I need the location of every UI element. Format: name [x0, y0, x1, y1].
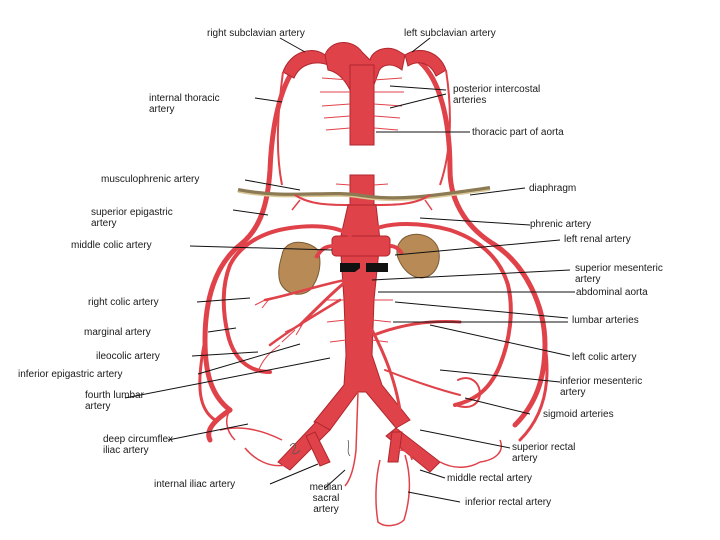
right-internal-iliac: [305, 431, 331, 467]
right-kidney: [278, 241, 321, 295]
left-subclavian-artery: [404, 50, 447, 77]
label-phrenic-artery: phrenic artery: [530, 219, 592, 230]
right-subclavian-artery: [282, 50, 329, 79]
outer-loop-left: [198, 338, 217, 422]
label-inferior-rectal-artery: inferior rectal artery: [465, 497, 552, 508]
rectum: [375, 449, 413, 527]
lumbar-arteries: [325, 299, 393, 343]
label-sigmoid-arteries: sigmoid arteries: [543, 409, 614, 420]
outer-loop-right: [518, 343, 549, 442]
label-abdominal-aorta: abdominal aorta: [576, 287, 648, 298]
label-right-colic-artery: right colic artery: [88, 297, 159, 308]
label-middle-rectal-artery: middle rectal artery: [447, 473, 533, 484]
label-inferior-mesenteric-artery: inferior mesenteric artery: [560, 376, 643, 398]
sigmoid-loop: [454, 377, 482, 408]
left-kidney: [396, 233, 440, 279]
label-lumbar-arteries: lumbar arteries: [572, 315, 639, 326]
small-intestinal-branches: [254, 297, 306, 373]
label-median-sacral-artery: median sacral artery: [309, 482, 343, 515]
label-thoracic-part-of-aorta: thoracic part of aorta: [472, 127, 564, 138]
phrenic-arteries: [291, 194, 433, 211]
leader-lines: [124, 37, 575, 503]
body-outline: [276, 69, 451, 186]
sigmoid-branch: [384, 369, 461, 396]
label-middle-colic-artery: middle colic artery: [71, 240, 152, 251]
thoracic-aorta: [349, 64, 375, 146]
label-marginal-artery: marginal artery: [84, 327, 151, 338]
marginal-artery-right: [370, 222, 513, 407]
label-deep-circumflex-iliac-artery: deep circumflex iliac artery: [103, 434, 174, 456]
label-fourth-lumbar-artery: fourth lumbar artery: [85, 390, 144, 412]
left-internal-iliac: [387, 431, 403, 463]
inferior-mesenteric-branch: [370, 328, 402, 412]
label-superior-mesenteric-artery: superior mesenteric artery: [575, 263, 663, 285]
ileocolic-branch: [268, 298, 342, 347]
label-internal-iliac-artery: internal iliac artery: [154, 479, 236, 490]
right-common-iliac: [277, 421, 331, 471]
label-left-subclavian-artery: left subclavian artery: [404, 28, 496, 39]
diaphragm-band: [237, 186, 491, 201]
thoracic-aorta-lower: [349, 174, 375, 208]
right-colic-branch: [263, 278, 347, 302]
label-internal-thoracic-artery: internal thoracic artery: [149, 93, 220, 115]
label-right-subclavian-artery: right subclavian artery: [207, 28, 305, 39]
right-internal-thoracic-vessel: [202, 59, 303, 413]
median-sacral-artery: [344, 391, 359, 487]
inferior-epigastric-arc: [206, 407, 233, 443]
label-left-colic-artery: left colic artery: [572, 352, 637, 363]
label-superior-rectal-artery: superior rectal artery: [512, 442, 576, 464]
iliac-scribble: [289, 439, 351, 457]
renal-marker-right: [366, 263, 388, 272]
iliac-arteries: [277, 421, 441, 473]
label-musculophrenic-artery: musculophrenic artery: [101, 174, 200, 185]
colic-arteries: [221, 222, 513, 412]
left-internal-thoracic-vessel: [417, 59, 548, 428]
renal-arteries: [314, 244, 404, 259]
superior-mesenteric-branch: [298, 268, 362, 327]
deep-circumflex-iliac: [219, 409, 502, 468]
label-diaphragm: diaphragm: [529, 183, 577, 194]
label-inferior-epigastric-artery: inferior epigastric artery: [18, 369, 123, 380]
label-ileocolic-artery: ileocolic artery: [96, 351, 160, 362]
label-superior-epigastric-artery: superior epigastric artery: [91, 207, 173, 229]
renal-marker-left: [340, 263, 360, 272]
label-posterior-intercostal-arteries: posterior intercostal arteries: [453, 84, 541, 106]
middle-colic-arc: [221, 224, 352, 374]
renal-arteries-origin: [331, 235, 391, 257]
label-left-renal-artery: left renal artery: [564, 234, 631, 245]
outer-vessel-loop: [198, 59, 549, 443]
